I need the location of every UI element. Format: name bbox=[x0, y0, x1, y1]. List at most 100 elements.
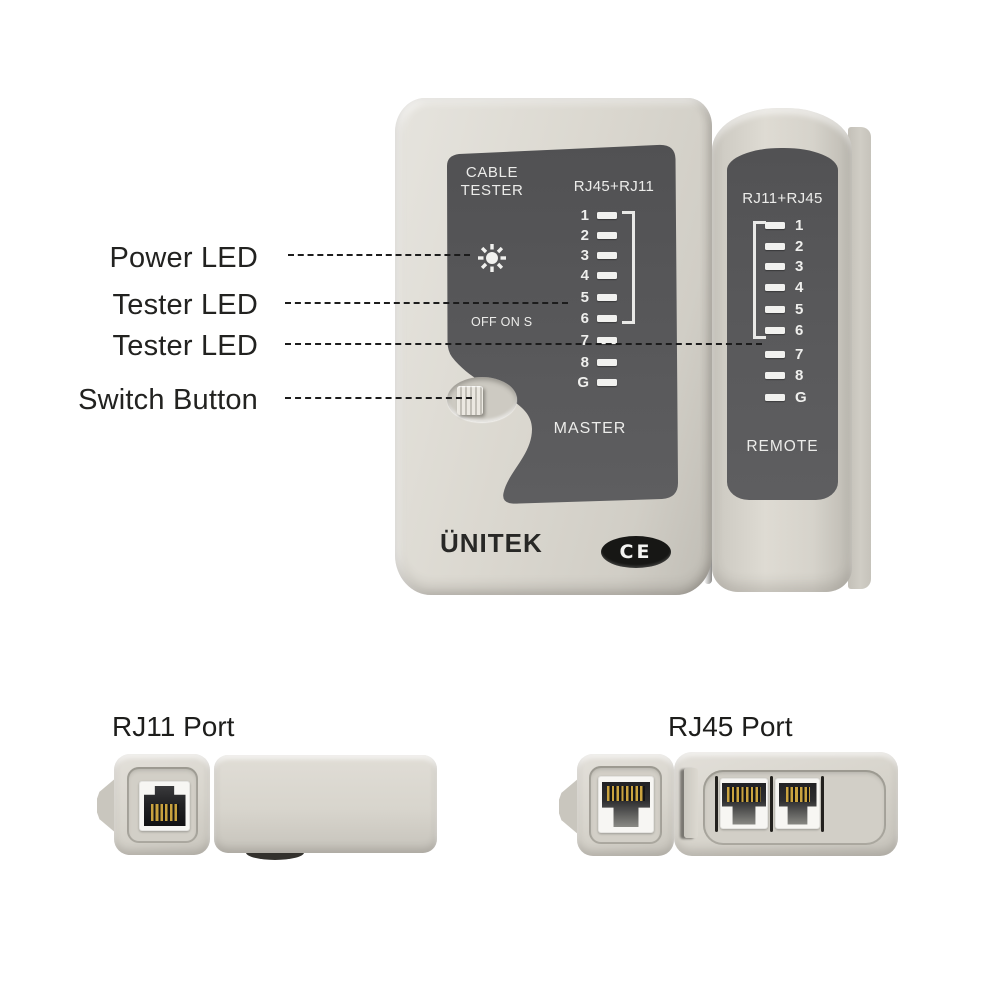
led-bar bbox=[597, 271, 617, 279]
jack-pins bbox=[785, 786, 810, 802]
led-bar bbox=[765, 350, 785, 358]
led-label: 1 bbox=[795, 216, 804, 234]
led-row: 1 bbox=[565, 207, 617, 224]
master-led-bracket bbox=[622, 211, 635, 324]
port-plate bbox=[775, 778, 820, 829]
led-row: 2 bbox=[565, 226, 617, 244]
led-row: 2 bbox=[765, 237, 813, 255]
callout-tester-led-2: Tester LED bbox=[112, 330, 258, 362]
callout-line-tester-led-2 bbox=[285, 343, 762, 345]
switch-button bbox=[457, 386, 483, 415]
remote-port-label: RJ11+RJ45 bbox=[742, 190, 823, 207]
jack-pins bbox=[150, 804, 179, 821]
brand-logo: ÜNITEK bbox=[440, 528, 543, 558]
led-row: 6 bbox=[565, 309, 617, 327]
callout-power-led: Power LED bbox=[109, 242, 258, 274]
led-label: 7 bbox=[795, 345, 804, 363]
master-unit: CABLE TESTER RJ45+RJ11 1 2 3 4 5 6 7 8 G… bbox=[395, 98, 712, 595]
cable-tester-title: CABLE TESTER bbox=[442, 164, 542, 200]
led-bar bbox=[597, 251, 617, 259]
led-bar bbox=[765, 326, 785, 334]
led-bar bbox=[765, 393, 785, 401]
led-row: 7 bbox=[565, 331, 617, 349]
led-row: 5 bbox=[765, 300, 813, 318]
led-row: G bbox=[765, 388, 813, 406]
ce-mark: CE bbox=[601, 536, 671, 568]
port-plate bbox=[720, 778, 768, 829]
callout-line-tester-led-1 bbox=[285, 302, 568, 304]
rj11-jack bbox=[143, 786, 186, 826]
jack-pins bbox=[607, 786, 645, 801]
callout-line-power-led bbox=[288, 254, 470, 256]
led-label: 6 bbox=[580, 309, 589, 327]
led-bar bbox=[597, 336, 617, 344]
rj11-head bbox=[114, 754, 210, 855]
rj11-jack bbox=[778, 782, 817, 825]
ce-mark-text: CE bbox=[619, 541, 653, 563]
rj11-port-label: RJ11 Port bbox=[112, 711, 235, 742]
latch-tab bbox=[684, 768, 698, 838]
switch-well bbox=[447, 377, 517, 422]
power-led-icon bbox=[478, 244, 506, 272]
led-label: 5 bbox=[795, 300, 804, 318]
led-label: 4 bbox=[795, 278, 804, 296]
led-label: 4 bbox=[580, 266, 589, 284]
master-bottom-unit bbox=[674, 752, 898, 856]
remote-bottom-unit bbox=[577, 754, 674, 856]
port-divider bbox=[715, 776, 718, 832]
device-back-flange bbox=[848, 127, 871, 589]
master-panel bbox=[447, 144, 679, 504]
remote-led-bracket bbox=[753, 221, 766, 339]
callout-line-switch-button bbox=[285, 397, 472, 399]
led-bar bbox=[765, 262, 785, 270]
rj45-jack bbox=[722, 782, 766, 825]
led-label: 6 bbox=[795, 321, 804, 339]
led-bar bbox=[597, 293, 617, 301]
led-row: 6 bbox=[765, 321, 813, 339]
remote-panel bbox=[727, 148, 838, 500]
led-label: 5 bbox=[580, 288, 589, 306]
callout-switch-button: Switch Button bbox=[78, 384, 258, 416]
led-bar bbox=[765, 242, 785, 250]
port-divider bbox=[821, 776, 824, 832]
master-role-label: MASTER bbox=[553, 420, 627, 437]
led-label: 7 bbox=[580, 331, 589, 349]
port-divider bbox=[770, 776, 773, 832]
title-line-1: CABLE bbox=[465, 164, 519, 181]
latch-wedge bbox=[97, 777, 117, 834]
led-row: 4 bbox=[765, 278, 813, 296]
led-label: 3 bbox=[795, 257, 804, 275]
led-label: 3 bbox=[580, 246, 589, 264]
led-row: 8 bbox=[765, 366, 813, 384]
led-bar bbox=[597, 211, 617, 219]
remote-unit: RJ11+RJ45 1 2 3 4 5 6 7 8 G REMOTE bbox=[712, 108, 852, 592]
led-bar bbox=[765, 283, 785, 291]
led-label: 8 bbox=[795, 366, 804, 384]
led-label: G bbox=[795, 388, 807, 406]
master-port-label: RJ45+RJ11 bbox=[573, 178, 655, 195]
callout-tester-led-1: Tester LED bbox=[112, 289, 258, 321]
led-row: 8 bbox=[565, 353, 617, 371]
led-bar bbox=[765, 221, 785, 229]
latch-wedge bbox=[559, 778, 579, 835]
switch-positions-label: OFF ON S bbox=[471, 315, 533, 329]
title-line-2: TESTER bbox=[460, 182, 524, 199]
led-bar bbox=[597, 358, 617, 366]
led-label: 2 bbox=[795, 237, 804, 255]
led-label: 2 bbox=[580, 226, 589, 244]
led-bar bbox=[597, 231, 617, 239]
led-label: 8 bbox=[580, 353, 589, 371]
led-row: 7 bbox=[765, 345, 813, 363]
led-bar bbox=[597, 314, 617, 322]
port-plate bbox=[139, 781, 190, 831]
rj45-port-label: RJ45 Port bbox=[668, 711, 793, 742]
led-row: G bbox=[565, 374, 617, 391]
led-bar bbox=[597, 378, 617, 386]
led-bar bbox=[765, 371, 785, 379]
device-body-side bbox=[214, 755, 437, 853]
rj45-jack bbox=[602, 782, 650, 827]
led-row: 1 bbox=[765, 216, 813, 234]
led-row: 4 bbox=[565, 266, 617, 284]
led-row: 3 bbox=[565, 246, 617, 264]
